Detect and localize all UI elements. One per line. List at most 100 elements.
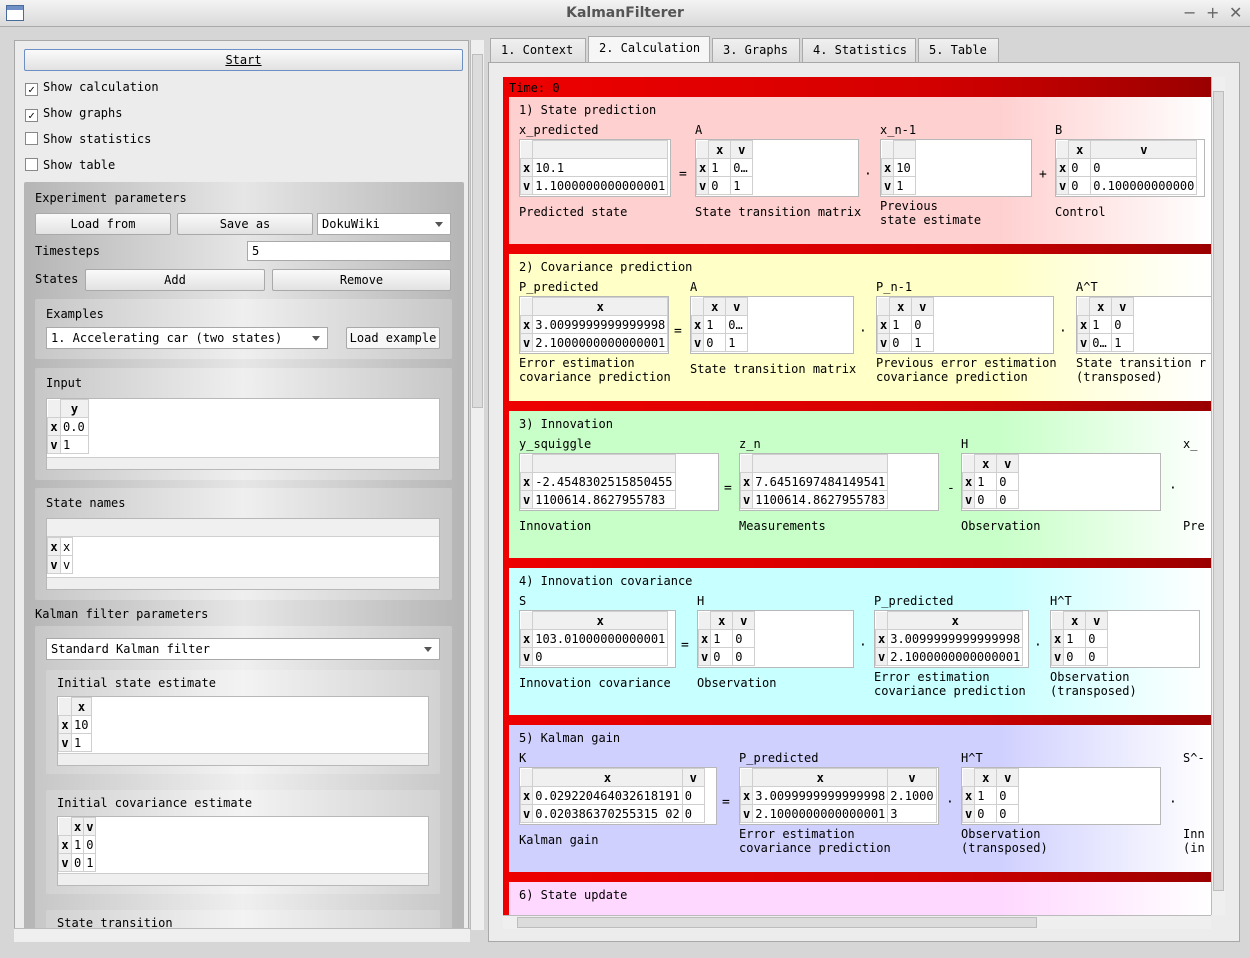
table-cell[interactable]: 1	[83, 853, 97, 872]
matrix-cell[interactable]: 1	[710, 629, 734, 648]
matrix-cell[interactable]: 0…	[730, 158, 754, 177]
matrix-cell[interactable]: 7.6451697484149541	[752, 472, 889, 491]
horizontal-scrollbar[interactable]	[47, 577, 439, 589]
matrix-cell[interactable]: 1	[893, 176, 917, 195]
matrix-cell[interactable]: 1100614.8627955783	[752, 490, 889, 509]
matrix-cell[interactable]: 0	[710, 647, 734, 666]
table-cell[interactable]: 0	[70, 853, 85, 872]
load-example-button[interactable]: Load example	[346, 327, 440, 349]
matrix-cell[interactable]: 1	[1063, 629, 1087, 648]
matrix-cell[interactable]: 0…	[725, 315, 749, 334]
maximize-button[interactable]: +	[1206, 3, 1220, 22]
matrix-cell[interactable]: 0	[732, 647, 756, 666]
matrix-cell[interactable]: 2.1000	[887, 786, 937, 805]
matrix-cell[interactable]: 0	[681, 786, 705, 805]
matrix-cell[interactable]: 2.1000000000000001	[532, 333, 668, 352]
matrix-cell[interactable]: 0	[681, 804, 705, 823]
matrix-cell[interactable]: 1	[911, 333, 935, 352]
matrix-cell[interactable]: 0…	[1089, 333, 1113, 352]
matrix-cell[interactable]: 0	[974, 804, 998, 823]
show-graphs-checkbox[interactable]: ✓Show graphs	[25, 106, 122, 122]
matrix-cell[interactable]: 1	[1089, 315, 1113, 334]
start-button[interactable]: Start	[24, 49, 463, 71]
matrix-cell[interactable]: 1.1000000000000001	[532, 176, 669, 195]
table-cell[interactable]: 1	[70, 835, 85, 854]
matrix-cell[interactable]: 1	[1111, 333, 1135, 352]
close-button[interactable]: ✕	[1229, 3, 1243, 22]
matrix-cell[interactable]: 1	[730, 176, 754, 195]
matrix-cell[interactable]: 0	[996, 786, 1020, 805]
right-vertical-scrollbar[interactable]	[1211, 77, 1225, 915]
load-from-button[interactable]: Load from	[35, 213, 171, 235]
matrix-cell[interactable]: 0	[1068, 176, 1092, 195]
matrix-cell[interactable]: 0	[732, 629, 756, 648]
table-cell[interactable]: 1	[71, 733, 92, 752]
matrix-cell[interactable]: 0	[1090, 158, 1198, 177]
matrix-cell[interactable]: 0	[532, 647, 669, 666]
matrix-cell[interactable]: 2.1000000000000001	[752, 804, 889, 823]
table-cell[interactable]: 0	[83, 835, 97, 854]
matrix-cell[interactable]: 0	[1085, 647, 1109, 666]
matrix-cell[interactable]: 3.0099999999999998	[752, 786, 889, 805]
matrix-cell[interactable]: 0.100000000000	[1090, 176, 1198, 195]
tab-statistics[interactable]: 4. Statistics	[802, 38, 916, 63]
matrix-cell[interactable]: 1	[974, 786, 998, 805]
matrix-cell[interactable]: 0.020386370255315 02	[532, 804, 683, 823]
tab-calculation[interactable]: 2. Calculation	[588, 36, 710, 62]
matrix-cell[interactable]: 10	[893, 158, 917, 177]
filter-type-select[interactable]: Standard Kalman filter	[46, 638, 440, 660]
tab-table[interactable]: 5. Table	[918, 38, 999, 63]
matrix-cell[interactable]: 0	[996, 490, 1020, 509]
matrix-cell[interactable]: 0	[911, 315, 935, 334]
remove-state-button[interactable]: Remove	[272, 269, 451, 291]
table-cell[interactable]: 10	[71, 715, 92, 734]
matrix-cell[interactable]: 1	[703, 315, 727, 334]
matrix-cell[interactable]: 3	[887, 804, 937, 823]
example-select[interactable]: 1. Accelerating car (two states)	[46, 327, 328, 349]
matrix-cell[interactable]: 0	[996, 472, 1020, 491]
horizontal-scrollbar[interactable]	[47, 457, 439, 469]
matrix-cell[interactable]: -2.4548302515850455	[532, 472, 676, 491]
matrix-cell[interactable]: 3.0099999999999998	[532, 315, 668, 334]
minimize-button[interactable]: −	[1183, 3, 1197, 22]
matrix-cell[interactable]: 1100614.8627955783	[532, 490, 676, 509]
matrix-cell[interactable]: 0	[703, 333, 727, 352]
matrix-cell[interactable]: 0	[974, 490, 998, 509]
left-vertical-scrollbar[interactable]	[470, 40, 484, 930]
matrix-cell[interactable]: 10.1	[532, 158, 669, 177]
add-state-button[interactable]: Add	[85, 269, 265, 291]
scroll-thumb[interactable]	[517, 917, 1037, 928]
matrix-cell[interactable]: 0	[1111, 315, 1135, 334]
timesteps-spinbox[interactable]: 5	[247, 241, 451, 261]
table-cell[interactable]: 0.0	[60, 417, 89, 436]
scroll-thumb[interactable]	[1213, 91, 1224, 891]
matrix-cell[interactable]: 103.01000000000001	[532, 629, 669, 648]
show-statistics-checkbox[interactable]: Show statistics	[25, 132, 151, 146]
tab-graphs[interactable]: 3. Graphs	[712, 38, 800, 63]
save-as-button[interactable]: Save as	[177, 213, 313, 235]
show-calculation-checkbox[interactable]: ✓Show calculation	[25, 80, 159, 96]
scroll-thumb[interactable]	[472, 54, 483, 408]
matrix-cell[interactable]: 0	[1085, 629, 1109, 648]
left-horizontal-scrollbar[interactable]	[14, 928, 470, 942]
matrix-cell[interactable]: 1	[725, 333, 749, 352]
